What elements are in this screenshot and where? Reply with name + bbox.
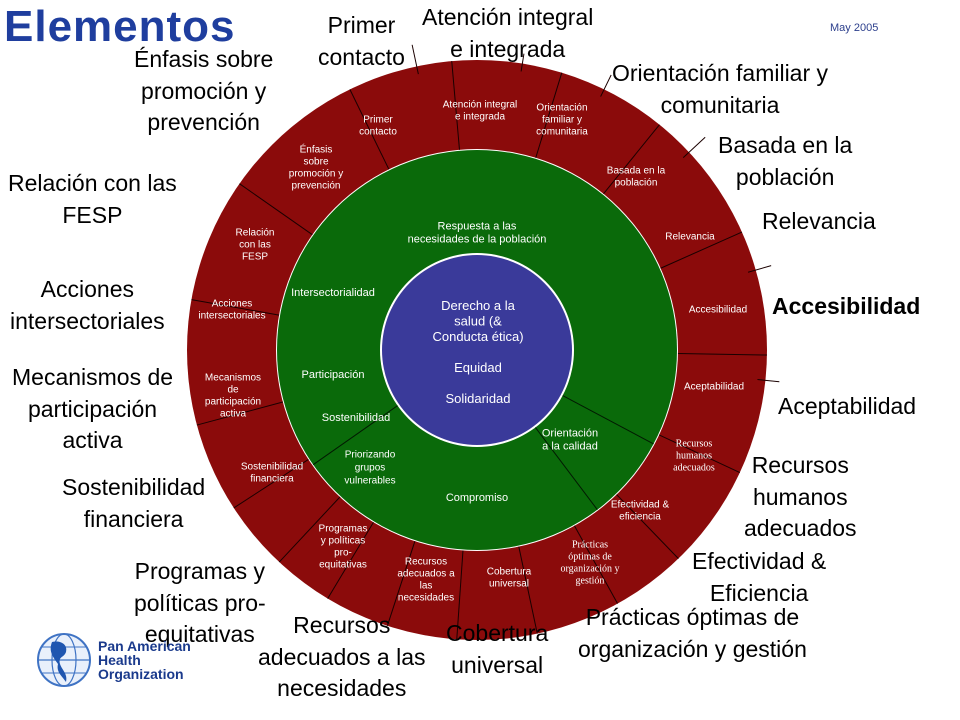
- globe-logo-icon: [37, 633, 91, 687]
- pointer-line: [520, 53, 525, 72]
- outer-divider: [451, 61, 460, 150]
- outer-divider: [196, 401, 283, 426]
- label-recursos-necesidades: Recursos adecuados a las necesidades: [258, 612, 426, 702]
- outer-divider: [518, 546, 538, 634]
- label-accesibilidad: Accesibilidad: [772, 293, 921, 319]
- organization-name: Pan American Health Organization: [98, 639, 191, 681]
- label-recursos-humanos: Recursos humanos adecuados: [744, 452, 857, 542]
- organization-line-3: Organization: [98, 666, 184, 682]
- label-mecanismos: Mecanismos de participación activa: [12, 364, 174, 454]
- outer-divider: [658, 434, 741, 474]
- label-primer-contacto: Primer contacto: [318, 12, 405, 70]
- middle-segment-label: Intersectorialidad: [291, 287, 375, 299]
- label-programas: Programas y políticas pro- equitativas: [134, 558, 266, 648]
- outer-divider: [278, 496, 341, 563]
- outer-divider: [574, 525, 619, 604]
- outer-divider: [677, 353, 767, 356]
- outer-segment-label: Efectividad &eficiencia: [611, 500, 670, 523]
- outer-divider: [233, 459, 309, 509]
- outer-divider: [386, 541, 416, 626]
- outer-divider: [349, 89, 390, 170]
- organization-line-1: Pan American: [98, 638, 191, 654]
- label-enfasis: Énfasis sobre promoción y prevención: [134, 46, 274, 136]
- pointer-line: [411, 44, 419, 75]
- middle-segment-label: Participación: [302, 369, 365, 381]
- outer-divider: [616, 494, 679, 559]
- pointer-line: [757, 378, 780, 383]
- outer-segment-label: Relevancia: [665, 232, 715, 243]
- core-disk: [382, 255, 572, 445]
- middle-segment-label: Compromiso: [446, 492, 508, 504]
- outer-divider: [191, 299, 280, 316]
- label-acciones: Acciones intersectoriales: [10, 276, 165, 334]
- middle-divider: [562, 395, 654, 445]
- label-cobertura: Cobertura universal: [446, 620, 549, 678]
- label-atencion-integral: Atención integral e integrada: [422, 4, 594, 62]
- label-basada-poblacion: Basada en la población: [718, 132, 853, 190]
- outer-divider: [327, 522, 374, 599]
- organization-line-2: Health: [98, 652, 141, 668]
- slide-title: Elementos: [4, 2, 236, 51]
- pointer-line: [682, 136, 706, 159]
- pointer-line: [600, 74, 612, 97]
- middle-segment-label: Sostenibilidad: [322, 412, 391, 424]
- slide-date: May 2005: [830, 22, 879, 34]
- label-sostenibilidad: Sostenibilidad financiera: [62, 474, 206, 532]
- outer-divider: [603, 124, 660, 195]
- label-relacion-fesp: Relación con las FESP: [8, 170, 177, 228]
- label-efectividad: Efectividad & Eficiencia: [692, 548, 827, 606]
- outer-segment-label: Accesibilidad: [689, 305, 747, 316]
- outer-divider: [456, 550, 464, 640]
- middle-divider: [312, 405, 398, 466]
- pointer-line: [747, 265, 772, 273]
- label-relevancia: Relevancia: [762, 208, 876, 234]
- middle-divider: [534, 427, 598, 511]
- label-practicas: Prácticas óptimas de organización y gest…: [578, 604, 807, 662]
- label-aceptabilidad: Aceptabilidad: [778, 393, 917, 419]
- label-orientacion-familiar: Orientación familiar y comunitaria: [612, 60, 829, 118]
- outer-segment-label: Aceptabilidad: [684, 382, 744, 393]
- outer-divider: [660, 231, 743, 269]
- outer-divider: [535, 72, 563, 158]
- outer-divider: [239, 183, 313, 236]
